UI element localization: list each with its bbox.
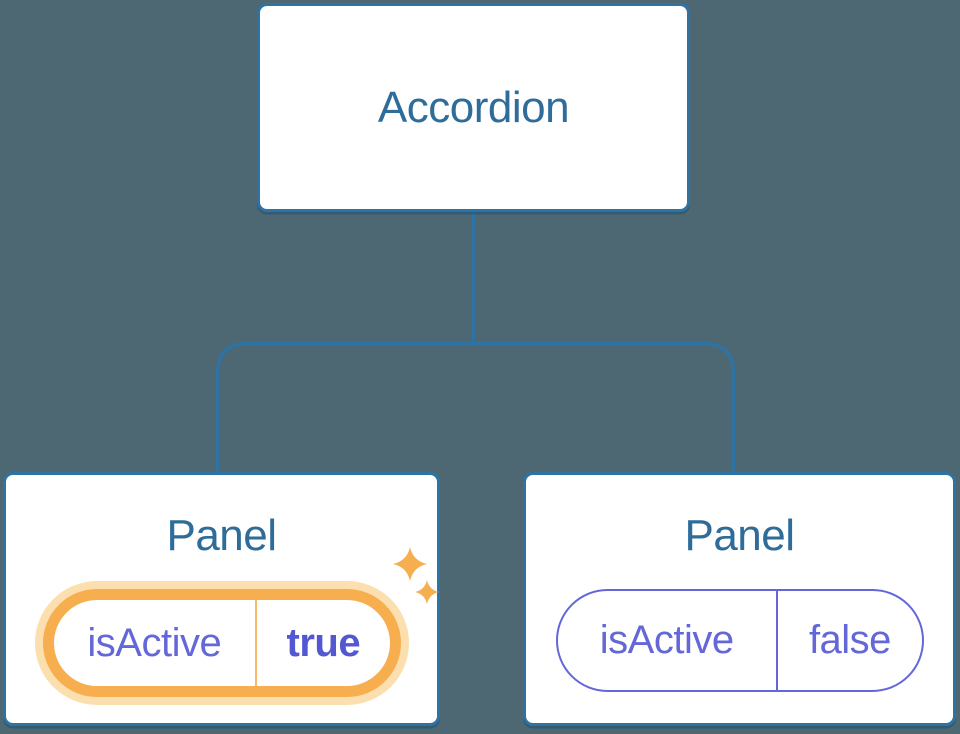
- state-pill-active: isActive true: [42, 589, 401, 697]
- state-pill-inactive: isActive false: [555, 589, 924, 692]
- tree-node-panel-active: Panel isActive true: [3, 472, 440, 726]
- tree-node-panel-inactive: Panel isActive false: [523, 472, 956, 726]
- sparkle-icon: [393, 547, 439, 604]
- node-label-panel: Panel: [684, 511, 795, 560]
- state-value: false: [808, 618, 892, 662]
- state-value: true: [286, 620, 361, 665]
- tree-node-accordion: Accordion: [257, 3, 690, 212]
- node-label-accordion: Accordion: [377, 82, 570, 132]
- node-label-panel: Panel: [166, 511, 277, 560]
- state-name: isActive: [599, 618, 734, 662]
- pill-divider: [255, 600, 258, 686]
- state-name: isActive: [87, 620, 222, 665]
- connector-branch: [215, 341, 736, 472]
- sparkle-small: [415, 580, 439, 604]
- pill-divider: [775, 591, 779, 690]
- sparkle-large: [393, 547, 427, 581]
